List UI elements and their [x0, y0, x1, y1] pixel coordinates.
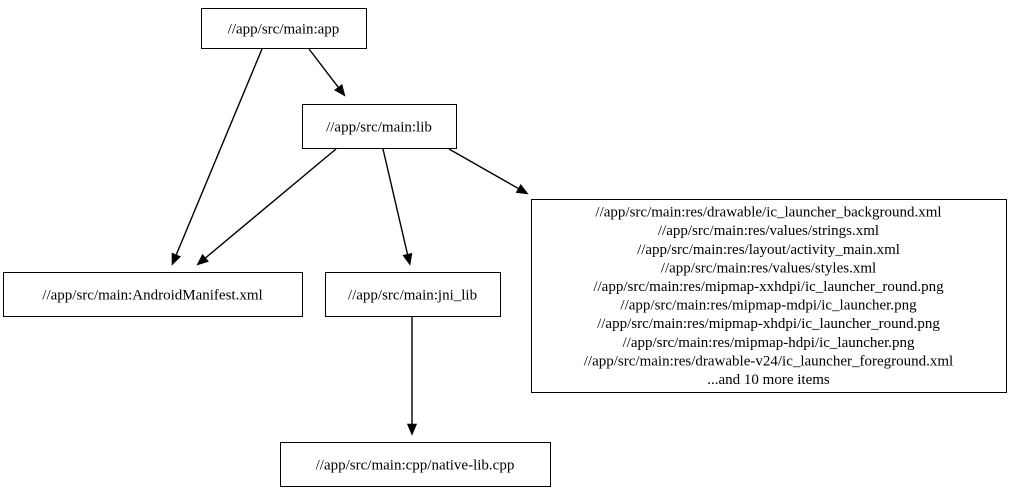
edge-lib-to-res-collection-shaft [448, 148, 519, 190]
node-res-collection-line-8: //app/src/main:res/drawable-v24/ic_launc… [584, 353, 953, 369]
edge-app-to-android-manifest-arrowhead [171, 252, 182, 266]
node-res-collection-line-9: ...and 10 more items [707, 372, 830, 388]
node-lib-box[interactable] [302, 104, 457, 149]
node-res-collection-line-0: //app/src/main:res/drawable/ic_launcher_… [595, 205, 941, 221]
node-jni-lib-label: //app/src/main:jni_lib [348, 288, 477, 304]
edge-lib-to-res-collection-arrowhead [515, 184, 529, 195]
nodes-layer: //app/src/main:app //app/src/main:lib //ap… [3, 8, 1007, 487]
edge-lib-to-android-manifest-arrowhead [196, 253, 209, 266]
node-android-manifest[interactable]: //app/src/main:AndroidManifest.xml [3, 272, 303, 317]
node-res-collection-box[interactable] [531, 199, 1007, 393]
edge-app-to-lib [308, 48, 346, 97]
node-res-collection-line-1: //app/src/main:res/values/strings.xml [658, 223, 879, 239]
node-jni-lib[interactable]: //app/src/main:jni_lib [325, 272, 501, 317]
edge-lib-to-jni-lib [382, 148, 413, 266]
node-jni-lib-box[interactable] [325, 272, 501, 317]
edge-lib-to-android-manifest-shaft [204, 148, 337, 259]
node-lib[interactable]: //app/src/main:lib [302, 104, 457, 149]
edge-lib-to-android-manifest [196, 148, 337, 266]
node-app[interactable]: //app/src/main:app [201, 8, 367, 49]
edge-lib-to-jni-lib-arrowhead [402, 252, 413, 266]
node-app-label: //app/src/main:app [228, 22, 340, 38]
node-res-collection-line-7: //app/src/main:res/mipmap-hdpi/ic_launch… [622, 335, 915, 351]
node-native-lib-cpp-box[interactable] [280, 442, 551, 487]
edge-jni-lib-to-native-lib-arrowhead [406, 423, 418, 436]
node-android-manifest-label: //app/src/main:AndroidManifest.xml [42, 288, 262, 304]
node-native-lib-cpp[interactable]: //app/src/main:cpp/native-lib.cpp [280, 442, 551, 487]
edge-app-to-lib-shaft [308, 48, 339, 88]
node-res-collection-line-2: //app/src/main:res/layout/activity_main.… [637, 242, 900, 258]
node-lib-label: //app/src/main:lib [326, 120, 432, 136]
edge-app-to-lib-arrowhead [334, 83, 346, 97]
edge-lib-to-res-collection [448, 148, 529, 195]
node-android-manifest-box[interactable] [3, 272, 303, 317]
node-res-collection-line-5: //app/src/main:res/mipmap-mdpi/ic_launch… [620, 298, 917, 314]
node-res-collection-line-6: //app/src/main:res/mipmap-xhdpi/ic_launc… [597, 316, 940, 332]
edge-jni-lib-to-native-lib [406, 317, 418, 436]
node-res-collection[interactable]: //app/src/main:res/drawable/ic_launcher_… [531, 199, 1007, 393]
node-res-collection-line-4: //app/src/main:res/mipmap-xxhdpi/ic_laun… [593, 279, 944, 295]
node-res-collection-line-3: //app/src/main:res/values/styles.xml [661, 260, 876, 276]
edge-lib-to-jni-lib-shaft [382, 148, 409, 255]
edge-app-to-android-manifest [171, 48, 263, 266]
node-native-lib-cpp-label: //app/src/main:cpp/native-lib.cpp [316, 458, 515, 474]
edges-layer [171, 48, 529, 436]
node-app-box[interactable] [201, 8, 367, 49]
edge-app-to-android-manifest-shaft [175, 48, 263, 256]
